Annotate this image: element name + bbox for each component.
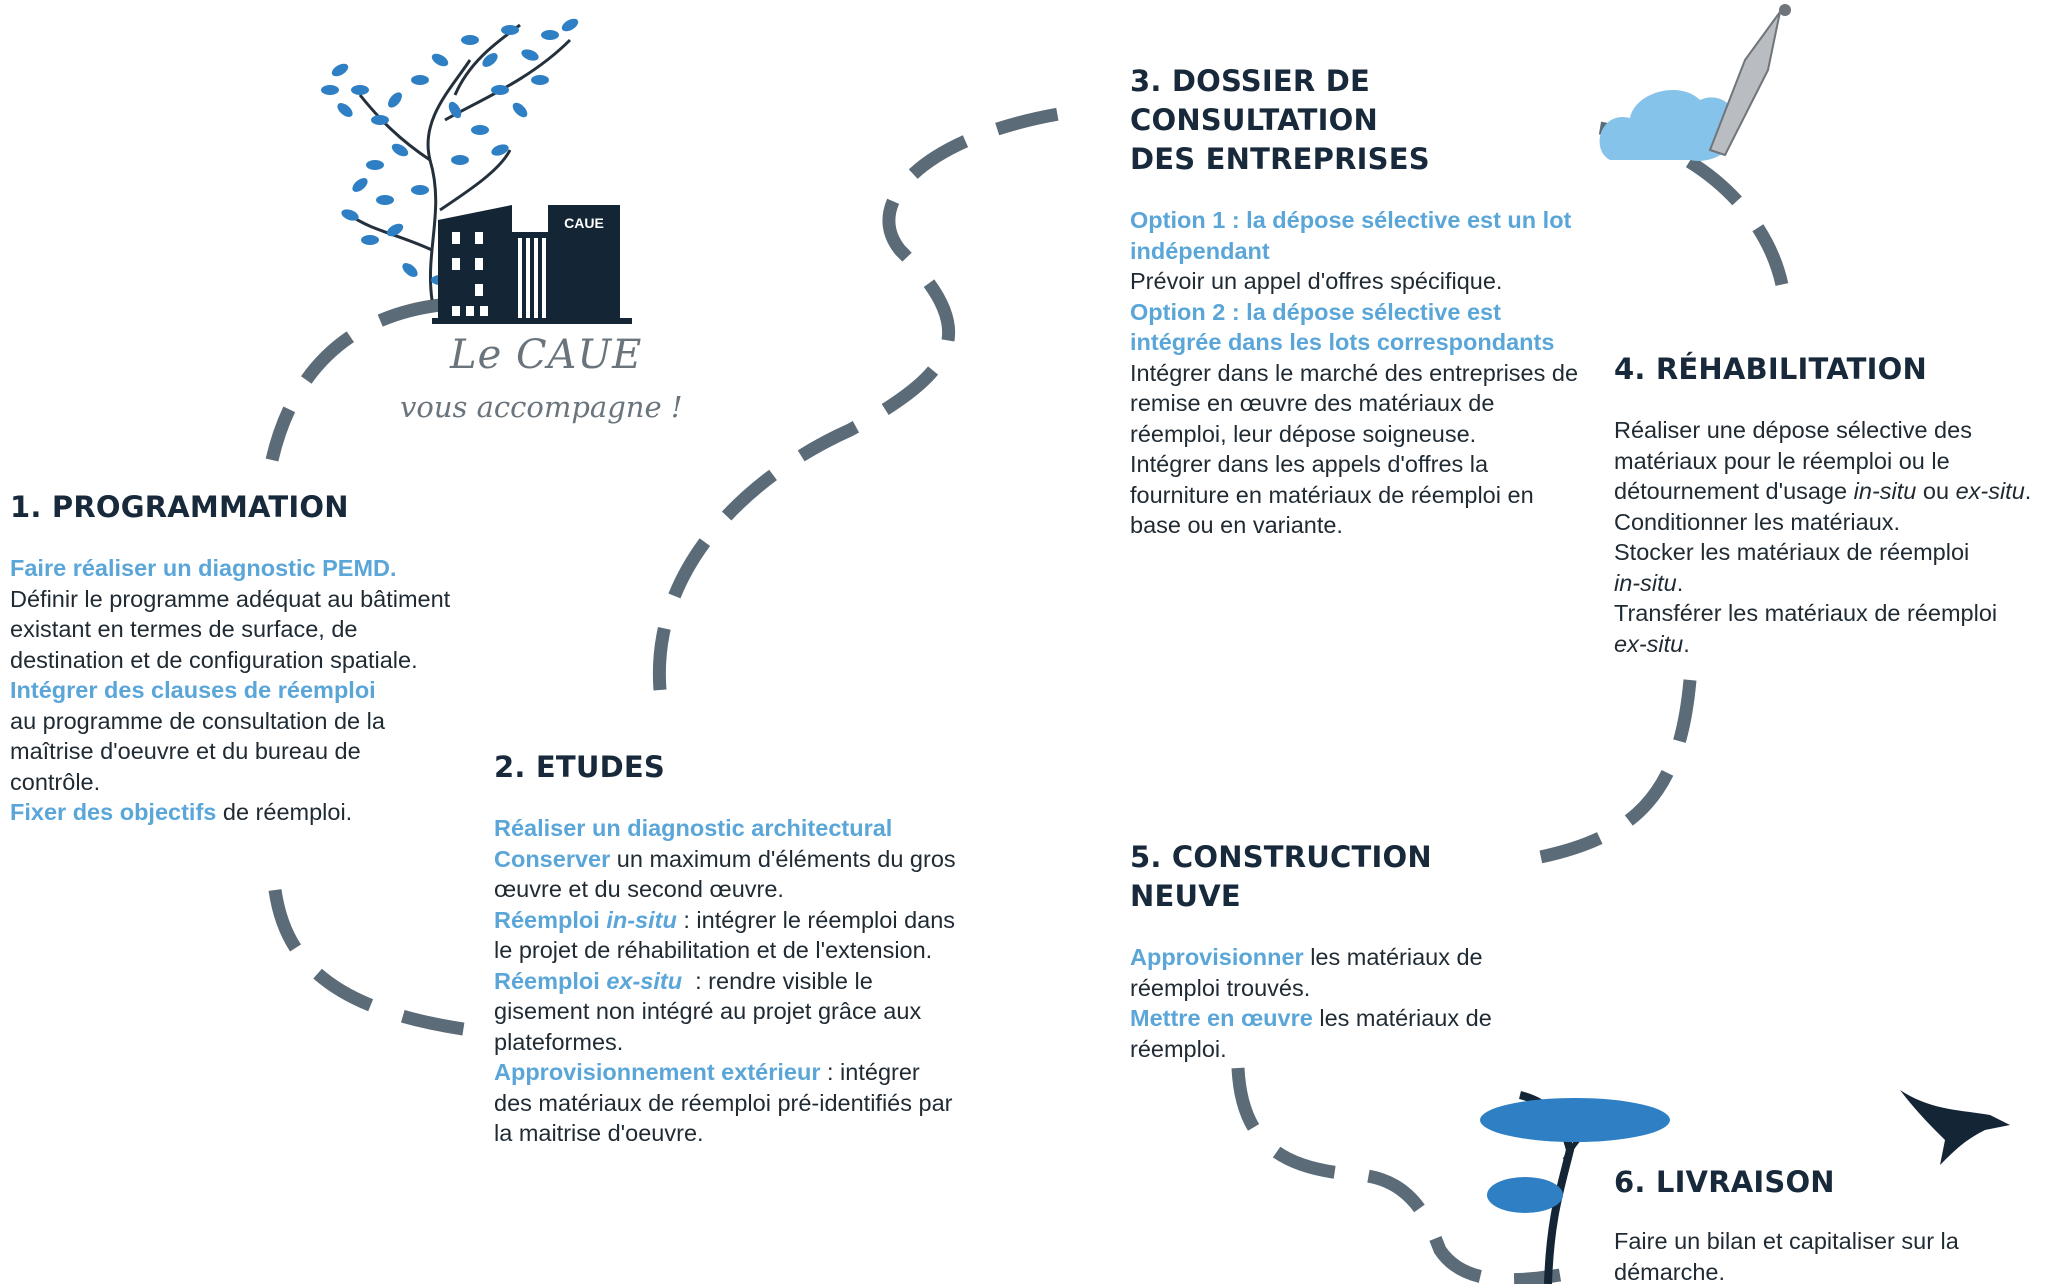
body-text: Faire un bilan et capitaliser sur la dém… xyxy=(1614,1228,1959,1285)
body-text: les matériaux de réemploi. xyxy=(1130,1005,1492,1062)
highlight-text: Mettre en œuvre xyxy=(1130,1005,1313,1031)
body-text: : intégrer des matériaux de réemploi pré… xyxy=(494,1059,953,1146)
step-title: 6. LIVRAISON xyxy=(1614,1165,1835,1199)
step-dossier-consultation: 3. DOSSIER DE CONSULTATION DES ENTREPRIS… xyxy=(1130,62,1590,541)
step-title-line2: DES ENTREPRISES xyxy=(1130,142,1430,176)
highlight-text: Option 1 : la dépose sélective est un lo… xyxy=(1130,207,1572,264)
highlight-italic: in-situ xyxy=(606,906,677,933)
highlight-text: Réaliser un diagnostic architectural xyxy=(494,815,893,841)
step-title: 1. PROGRAMMATION xyxy=(10,490,349,524)
step-rehabilitation: 4. RÉHABILITATION Réaliser une dépose sé… xyxy=(1614,350,2059,659)
step-construction-neuve: 5. CONSTRUCTION NEUVE Approvisionner les… xyxy=(1130,838,1550,1064)
body-text: Prévoir un appel d'offres spécifique. xyxy=(1130,268,1503,294)
body-text: Intégrer dans le marché des entreprises … xyxy=(1130,359,1579,447)
highlight-text: Approvisionnement extérieur xyxy=(494,1059,821,1085)
highlight-text: Conserver xyxy=(494,845,611,872)
body-text: Stocker les matériaux de réemploi xyxy=(1614,539,1970,565)
body-text: Conditionner les matériaux. xyxy=(1614,508,1901,535)
building-sign: CAUE xyxy=(564,215,604,231)
highlight-text: Réemploi xyxy=(494,967,600,994)
step-programmation: 1. PROGRAMMATION Faire réaliser un diagn… xyxy=(10,488,470,828)
step-title: 4. RÉHABILITATION xyxy=(1614,352,1927,386)
step-title: 5. CONSTRUCTION NEUVE xyxy=(1130,840,1432,913)
body-text: : rendre visible le gisement non intégré… xyxy=(494,967,922,1055)
italic-text: ex-situ xyxy=(1955,478,2025,504)
caue-logo-line1: Le CAUE xyxy=(450,332,643,378)
body-text: : intégrer le réemploi dans le projet de… xyxy=(494,906,956,964)
italic-text: ex-situ xyxy=(1614,630,1684,657)
highlight-text: Réemploi xyxy=(494,906,600,933)
highlight-text: Intégrer des clauses de réemploi xyxy=(10,677,376,703)
vine-foliage-icon xyxy=(321,16,581,301)
body-text: . xyxy=(1683,630,1690,657)
body-text: Définir le programme adéquat au bâtiment… xyxy=(10,585,451,673)
body-text: les matériaux de réemploi trouvés. xyxy=(1130,944,1483,1001)
body-text: Intégrer dans les appels d'offres la fou… xyxy=(1130,451,1534,538)
tree-icon xyxy=(1480,1091,1670,1284)
body-text: Transférer les matériaux de réemploi xyxy=(1614,600,1998,626)
step-etudes: 2. ETUDES Réaliser un diagnostic archite… xyxy=(494,748,964,1149)
body-text: ou xyxy=(1922,478,1950,504)
body-text: . xyxy=(2024,478,2032,504)
highlight-italic: ex-situ xyxy=(606,967,683,994)
highlight-text: Faire réaliser un diagnostic PEMD. xyxy=(10,555,397,581)
italic-text: in-situ xyxy=(1853,478,1917,504)
highlight-text: Approvisionner xyxy=(1130,944,1304,970)
highlight-text: Fixer des objectifs xyxy=(10,799,217,825)
highlight-text: Option 2 : la dépose sélective est intég… xyxy=(1130,298,1555,356)
body-text: au programme de consultation de la maîtr… xyxy=(10,707,385,795)
caue-logo-line2: vous accompagne ! xyxy=(400,390,683,424)
italic-text: in-situ xyxy=(1614,569,1677,596)
step-title: 2. ETUDES xyxy=(494,750,665,784)
step-livraison: 6. LIVRAISON Faire un bilan et capitalis… xyxy=(1614,1163,2014,1287)
body-text: . xyxy=(1676,569,1684,596)
caue-building-icon xyxy=(432,205,632,324)
body-text: Réaliser une dépose sélective des matéri… xyxy=(1614,417,1972,504)
body-text: de réemploi. xyxy=(222,799,353,825)
step-title-line1: 3. DOSSIER DE CONSULTATION xyxy=(1130,64,1378,137)
body-text: un maximum d'éléments du gros œuvre et d… xyxy=(494,845,956,903)
cloud-pencil-icon xyxy=(1599,4,1791,161)
bird-icon xyxy=(1900,1090,2010,1165)
